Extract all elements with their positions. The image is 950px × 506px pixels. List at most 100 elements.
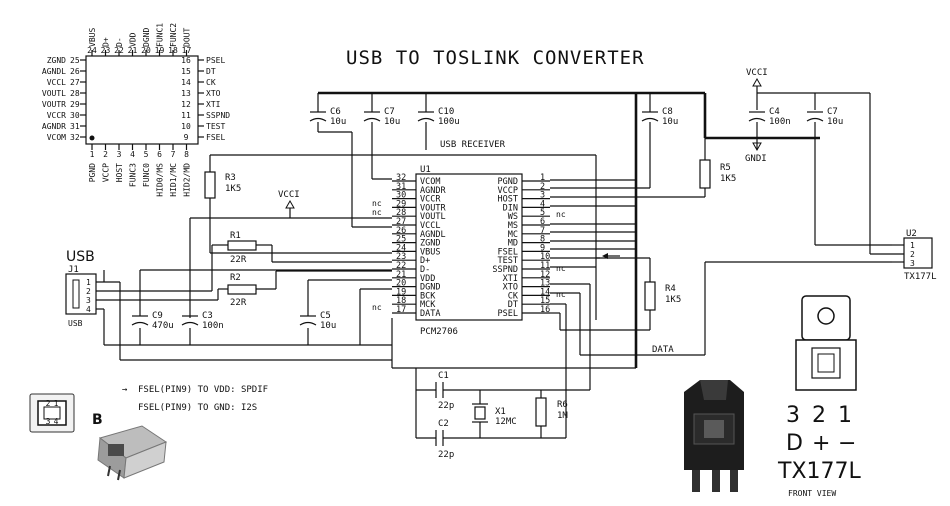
c3-ref: C3 [202,311,213,321]
r1-ref: R1 [230,231,241,241]
vcci-mid-label: VCCI [278,190,300,200]
r3-val: 1K5 [225,184,241,194]
package-bottom-pin-name: VCCP [102,163,111,182]
c10-ref: C10 [438,107,454,117]
nc-label: nc [556,290,566,299]
package-top-pin-num: 19 [155,46,165,55]
package-bottom-pin-num: 6 [157,150,162,159]
u1-right-pin-name: MS [508,221,518,231]
x1-ref: X1 [495,407,506,417]
u1-right-pin-num: 12 [540,270,550,280]
j1-pin-num: 2 [86,287,91,296]
nc-label: nc [556,264,566,273]
package-top-pin-num: 18 [168,46,178,55]
u1-right-pin-num: 4 [540,199,545,209]
u1-right-pin-name: MC [508,230,518,240]
package-right-pin-name: PSEL [206,56,225,65]
r3-body [204,171,216,199]
u1-left-pin-name: VBUS [420,247,440,257]
u1-left-pin-num: 26 [396,226,406,236]
u1-left-pin-num: 20 [396,279,406,289]
usb-b-icon-pin: 3 [46,417,51,426]
c1-val: 22p [438,401,454,411]
package-bottom-pin-num: 4 [130,150,135,159]
note-arrow: → [122,385,128,395]
usb-b-letter: B [92,412,103,428]
u1-left-pin-name: AGNDR [420,186,446,196]
u1-right-pin-num: 14 [540,287,550,297]
u1-left-pin-name: D- [420,265,430,275]
u1-right-wiring: R5 1K5 R4 1K5 DATA [391,138,892,369]
package-top-pin-name: VDD [129,32,138,47]
package-left-pin-num: 25 [70,56,80,65]
package-left-pin-num: 27 [70,78,80,87]
u1-left-pin-num: 24 [396,243,406,253]
note-i2s: FSEL(PIN9) TO GND: I2S [138,403,257,413]
package-right-pin-name: DT [206,67,216,76]
c7b-val: 10u [827,117,843,127]
data-net-label: DATA [652,345,674,355]
c7a-ref: C7 [384,107,395,117]
c9-val: 470u [152,321,174,331]
u1-right-pin-num: 6 [540,217,545,227]
package-bottom-pin-num: 5 [144,150,149,159]
c1-ref: C1 [438,371,449,381]
u1-right-pin-name: TEST [498,256,518,266]
j1-body [65,273,97,315]
nc-label: nc [556,210,566,219]
package-bottom-pin-name: FUNC0 [142,163,151,187]
front-sig-gnd: − [838,431,856,456]
pin1-marker [89,135,95,141]
front-part: TX177L [777,459,862,484]
package-right-pin-name: XTO [206,89,221,98]
u1-left-pin-name: VCCR [420,195,441,205]
c2-val: 22p [438,450,454,460]
package-left-pin-num: 31 [70,122,80,131]
note-spdif: FSEL(PIN9) TO VDD: SPDIF [138,385,268,395]
notes: → FSEL(PIN9) TO VDD: SPDIF FSEL(PIN9) TO… [122,385,268,413]
package-top-pin-num: 17 [182,46,192,55]
u1-right-pin-name: HOST [498,195,518,205]
r5-ref: R5 [720,163,731,173]
usb-b-icon-pin: 1 [54,399,59,408]
front-num-1: 1 [838,403,852,428]
front-num-3: 3 [786,403,800,428]
front-num-2: 2 [812,403,826,428]
r3-ref: R3 [225,173,236,183]
package-top-pin-num: 20 [141,46,151,55]
c8-val: 10u [662,117,678,127]
r5-body [699,159,711,189]
u1-right-pin-num: 8 [540,235,545,245]
package-right-pin-name: XTI [206,100,221,109]
u1-left-pin-name: D+ [420,256,430,266]
u1-ref: U1 [420,165,431,175]
u1-right-pin-name: XTO [503,283,518,293]
u2-pin-num: 1 [910,241,915,250]
package-bottom-pin-name: HID1/MC [169,163,178,197]
u1-left-pin-num: 17 [396,305,406,315]
u1-part: PCM2706 [420,327,458,337]
package-top-pin-name: FUNC2 [169,23,178,47]
u2-body [903,237,933,269]
u1-right-pin-num: 5 [540,208,545,218]
c6-ref: C6 [330,107,341,117]
tx177l-photo [684,380,744,492]
package-top-pin-name: D- [115,37,124,47]
package-left-pin-name: VOUTL [42,89,66,98]
u1-left-pin-name: VCCL [420,221,440,231]
package-left-pin-num: 28 [70,89,80,98]
package-left-pin-name: VCCR [47,111,66,120]
package-right-pin-name: FSEL [206,133,225,142]
u1-left-pin-num: 32 [396,173,406,183]
r6-body [535,397,547,427]
c10-val: 100u [438,117,460,127]
r1-body [227,240,257,251]
r4-body [644,281,656,311]
package-right-pin-name: TEST [206,122,225,131]
u1-left-pin-name: AGNDL [420,230,446,240]
u1-left-pin-name: ZGND [420,239,440,249]
c7a-val: 10u [384,117,400,127]
package-right-pin-name: SSPND [206,111,230,120]
